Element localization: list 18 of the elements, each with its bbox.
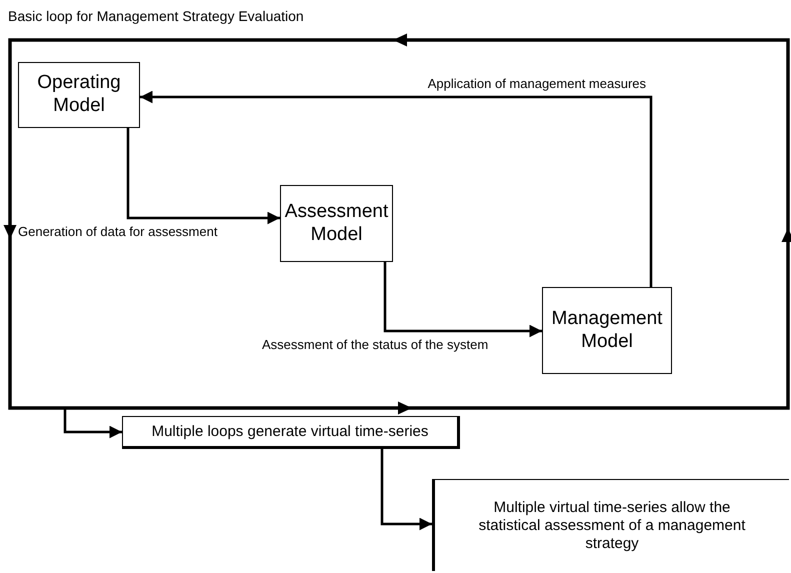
process-box — [280, 185, 393, 262]
edge-label: Assessment of the status of the system — [262, 337, 490, 353]
edge-label: Application of management measures — [426, 76, 646, 92]
process-box — [18, 62, 140, 128]
edge-label: Generation of data for assessment — [18, 224, 218, 240]
arrow — [126, 128, 280, 224]
box-label: Assessment Model — [284, 200, 388, 246]
box-label: Management Model — [550, 308, 664, 354]
box-label: Multiple loops generate virtual time-series — [152, 422, 428, 440]
arrow — [380, 449, 432, 530]
box-label: Operating Model — [36, 72, 122, 118]
arrow — [64, 409, 122, 438]
loop-heading: Basic loop for Management Strategy Evaluation — [8, 8, 304, 24]
arrow — [384, 262, 542, 338]
process-box — [542, 287, 672, 374]
box-label: Multiple virtual time-series allow the statistical assessment of a management strategy — [478, 498, 746, 552]
arrow — [140, 90, 652, 287]
process-box — [122, 416, 460, 449]
